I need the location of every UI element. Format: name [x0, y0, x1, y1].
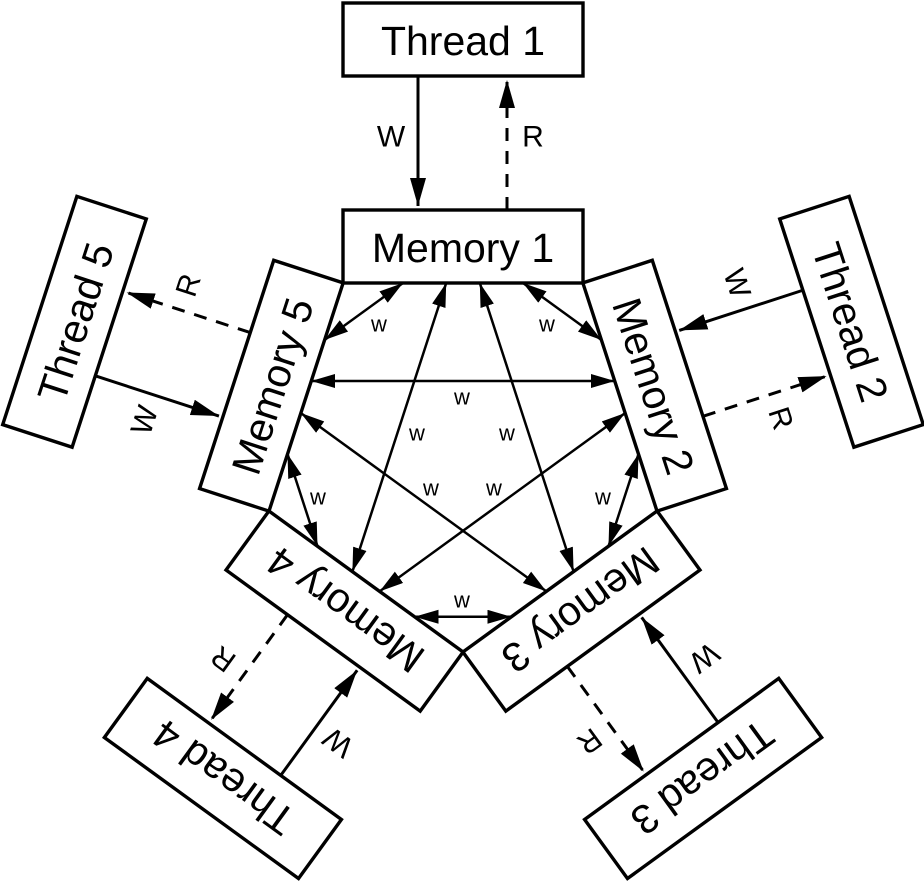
mem-write-label-m3-m4: w [453, 588, 470, 613]
pair-group-1: Thread 1 W R Memory 1 [341, 1, 585, 285]
read-label-thread3: R [571, 721, 608, 760]
write-label-thread4: W [317, 720, 360, 764]
pair-group-2: Thread 2 W R Memory 2 [580, 194, 924, 514]
write-arrow-thread5-memory5 [94, 374, 220, 418]
write-arrow-thread3-memory3 [640, 616, 720, 724]
read-arrow-memory5-thread5 [126, 291, 251, 335]
pair-group-4: Thread 4 W R Memory 4 [101, 508, 466, 881]
pair-group-5: Thread 5 W R Memory 5 [0, 194, 346, 514]
write-label-thread5: W [125, 401, 165, 439]
mem-write-label-m2-m4: w [485, 476, 502, 501]
mem-write-arrow-m1-m4 [351, 282, 448, 572]
write-label-thread3: W [682, 636, 725, 680]
write-arrow-thread2-memory2 [678, 288, 804, 332]
memory-interconnect-arrows: w w w w w w w w w w [286, 281, 640, 624]
mem-write-label-m2-m3: w [594, 485, 611, 510]
mem-write-label-m5-m1: w [370, 312, 387, 337]
thread-2-box [777, 194, 924, 450]
mem-write-arrow-m3-m5 [300, 411, 548, 593]
thread-3-box [582, 676, 825, 881]
read-label-thread2: R [761, 403, 799, 434]
mem-write-label-m4-m5: w [309, 485, 326, 510]
pair-group-3: Thread 3 W R Memory 3 [460, 508, 825, 881]
read-arrow-memory3-thread3 [566, 665, 645, 773]
mem-write-label-m3-m5: w [422, 476, 439, 501]
read-label-thread1: R [522, 121, 544, 154]
write-label-thread2: W [716, 265, 756, 303]
memory-2-box [580, 258, 729, 514]
memory-1-label: Memory 1 [372, 225, 554, 271]
write-arrow-thread4-memory4 [279, 669, 359, 777]
mem-write-label-m1-m2: w [538, 312, 555, 337]
mem-write-label-m2-m5: w [453, 385, 470, 410]
mem-write-arrow-m1-m3 [478, 282, 575, 572]
memory-1-box [341, 208, 585, 285]
memory-5-box [197, 258, 346, 514]
write-label-thread1: W [377, 121, 406, 154]
thread-1-box [341, 1, 585, 78]
thread-4-box [101, 676, 344, 881]
mem-write-label-m1-m4: w [408, 421, 425, 446]
mem-write-label-m1-m3: w [498, 421, 515, 446]
thread-1-label: Thread 1 [381, 18, 545, 64]
read-arrow-memory2-thread2 [702, 374, 828, 418]
thread-5-box [0, 194, 149, 450]
read-label-thread5: R [170, 270, 208, 301]
read-label-thread4: R [205, 639, 242, 678]
